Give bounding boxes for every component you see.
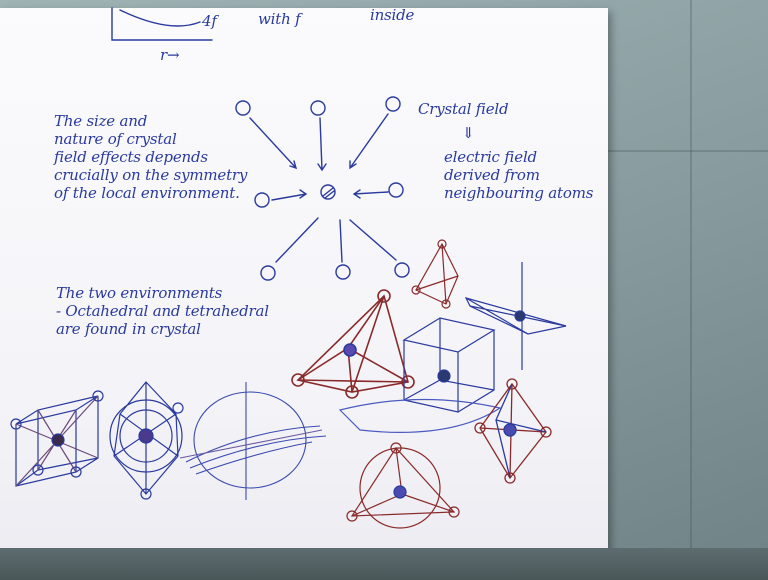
ligand-circle xyxy=(335,264,351,280)
arrow xyxy=(352,189,389,199)
wall-tile-line xyxy=(690,0,692,548)
label-crystal-field: Crystal field xyxy=(418,100,509,118)
octahedron-circle-sketch xyxy=(109,381,184,500)
arrow xyxy=(249,117,298,170)
wall-tile-line xyxy=(608,150,768,152)
label-4f: 4f xyxy=(202,12,217,30)
arrow xyxy=(349,113,389,170)
paragraph-two-environments: The two environments - Octahedral and te… xyxy=(56,284,269,338)
label-r-axis: r→ xyxy=(160,46,180,64)
top-graph-curve xyxy=(119,9,201,27)
ligand-circle xyxy=(388,182,404,198)
label-electric-field: electric field derived from neighbouring… xyxy=(444,148,594,202)
ligand-circle xyxy=(394,262,410,278)
cube-right-sketch xyxy=(338,317,502,433)
tetrahedron-small-sketch xyxy=(411,239,459,309)
arrow-implies: ⇓ xyxy=(462,124,475,142)
octahedron-red-sketch xyxy=(291,289,415,399)
ligand-circle xyxy=(254,192,270,208)
planar-rhombus-sketch xyxy=(464,262,567,370)
ligand-circle xyxy=(260,265,276,281)
octahedron-bottom-right-sketch xyxy=(474,378,552,484)
arrow xyxy=(271,189,308,201)
cube-sketch xyxy=(10,390,104,487)
central-atom xyxy=(320,184,336,200)
top-graph-axes xyxy=(111,7,213,41)
ligand-circle xyxy=(385,96,401,112)
desk-edge xyxy=(0,548,768,580)
arrow xyxy=(349,219,397,261)
ligand-circle xyxy=(310,100,326,116)
arrow xyxy=(275,217,319,263)
paragraph-crystal-field-symmetry: The size and nature of crystal field eff… xyxy=(54,112,248,202)
ellipse-plane-sketch xyxy=(179,382,327,500)
top-fragment-right: inside xyxy=(370,6,415,24)
top-fragment-left: with f xyxy=(258,10,301,28)
tetrahedron-circle-sketch xyxy=(346,442,460,529)
ligand-circle xyxy=(235,100,251,116)
arrow xyxy=(339,219,343,263)
arrow xyxy=(317,117,327,172)
